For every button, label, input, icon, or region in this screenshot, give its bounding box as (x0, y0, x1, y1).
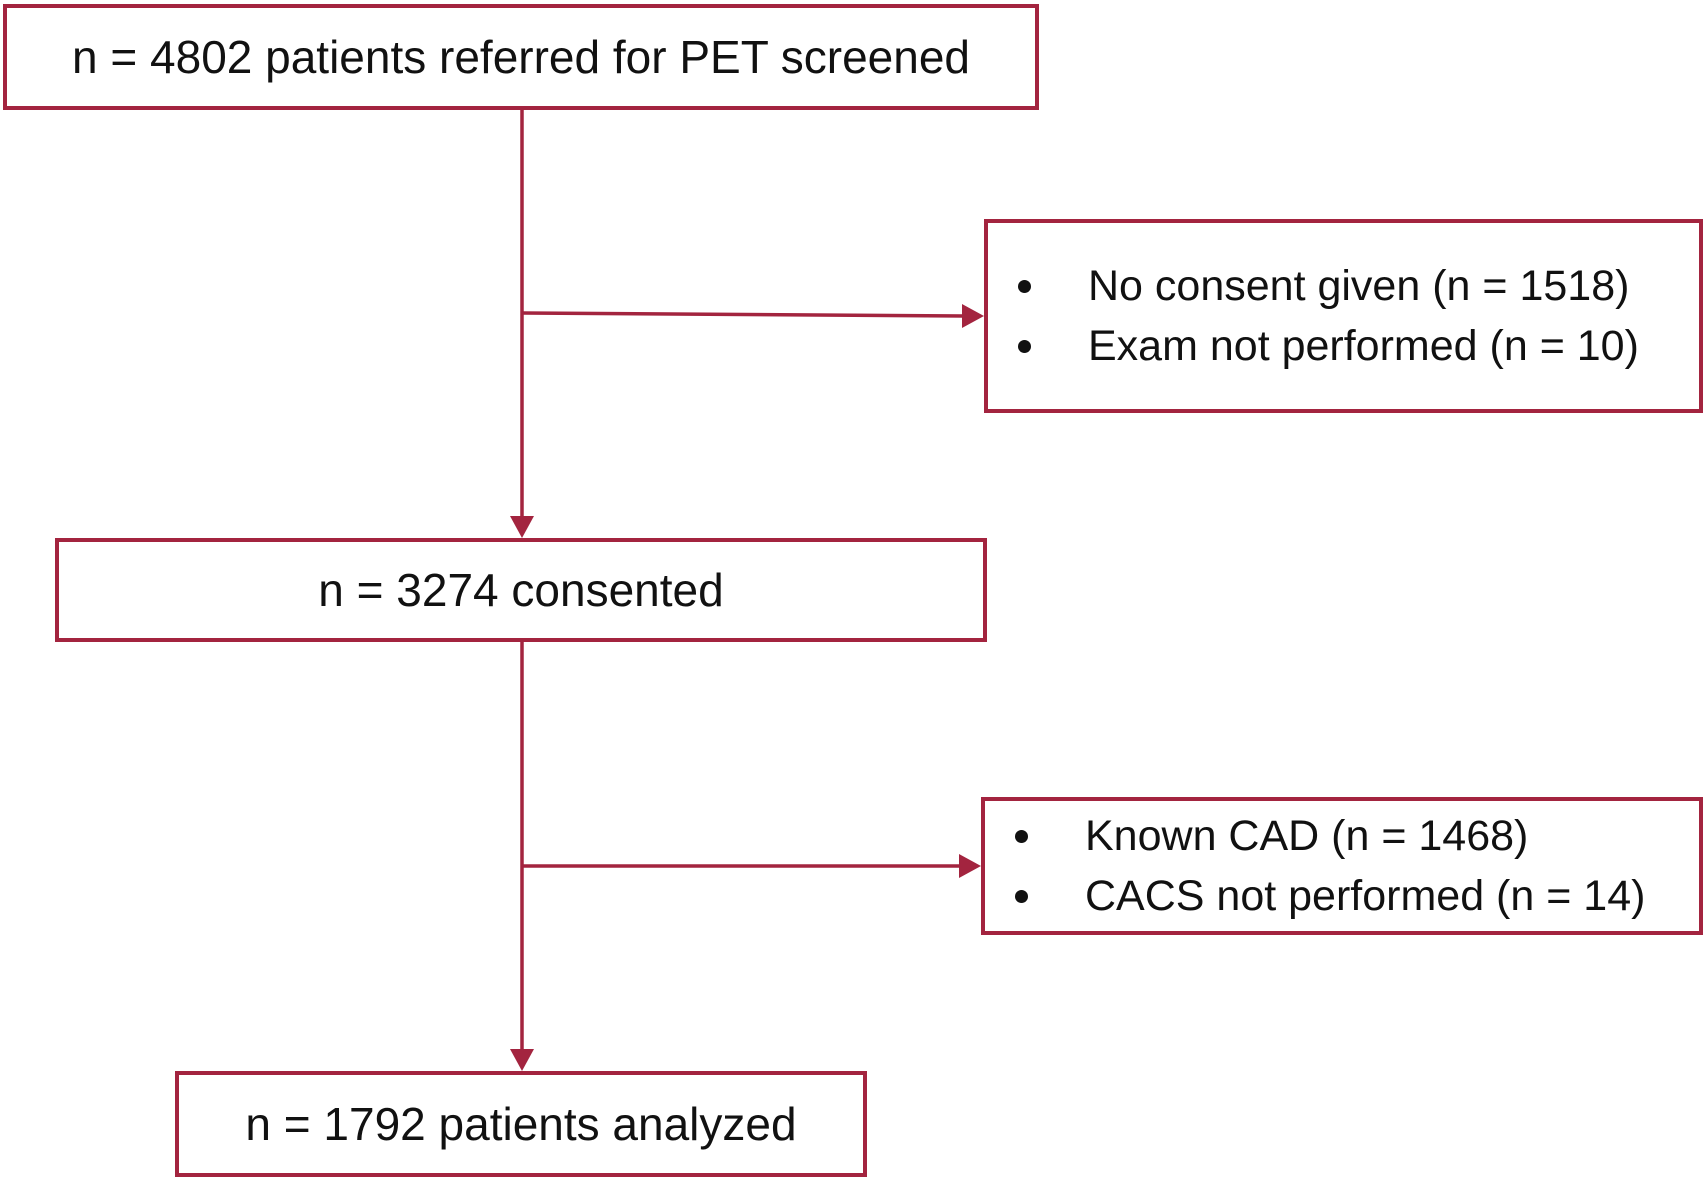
exclusion-item-label: Exam not performed (n = 10) (1088, 321, 1639, 370)
arrowhead-consented (510, 516, 534, 538)
bullet-icon (1015, 829, 1028, 843)
consented-label: n = 3274 consented (318, 564, 724, 616)
exclusion-item-label: No consent given (n = 1518) (1088, 261, 1630, 310)
screened-label: n = 4802 patients referred for PET scree… (72, 31, 970, 83)
arrowhead-exclusion-1 (962, 304, 984, 328)
screened-box: n = 4802 patients referred for PET scree… (3, 4, 1039, 110)
exclusion-item-label: Known CAD (n = 1468) (1085, 811, 1529, 860)
arrowhead-analyzed (510, 1049, 534, 1071)
analyzed-label: n = 1792 patients analyzed (245, 1098, 797, 1150)
exclusion-item: Exam not performed (n = 10) (1018, 316, 1699, 376)
arrowhead-exclusion-2 (959, 854, 981, 878)
bullet-icon (1018, 339, 1031, 353)
arrow-to-exclusion-1 (521, 311, 965, 318)
bullet-icon (1015, 889, 1028, 903)
exclusion-item: Known CAD (n = 1468) (1015, 806, 1699, 866)
bullet-icon (1018, 279, 1031, 293)
exclusion-item: CACS not performed (n = 14) (1015, 866, 1699, 926)
exclusion-box-cad: Known CAD (n = 1468) CACS not performed … (981, 797, 1703, 935)
exclusion-box-consent: No consent given (n = 1518) Exam not per… (984, 219, 1703, 413)
exclusion-item-label: CACS not performed (n = 14) (1085, 871, 1646, 920)
analyzed-box: n = 1792 patients analyzed (175, 1071, 867, 1177)
consented-box: n = 3274 consented (55, 538, 987, 642)
exclusion-item: No consent given (n = 1518) (1018, 256, 1699, 316)
